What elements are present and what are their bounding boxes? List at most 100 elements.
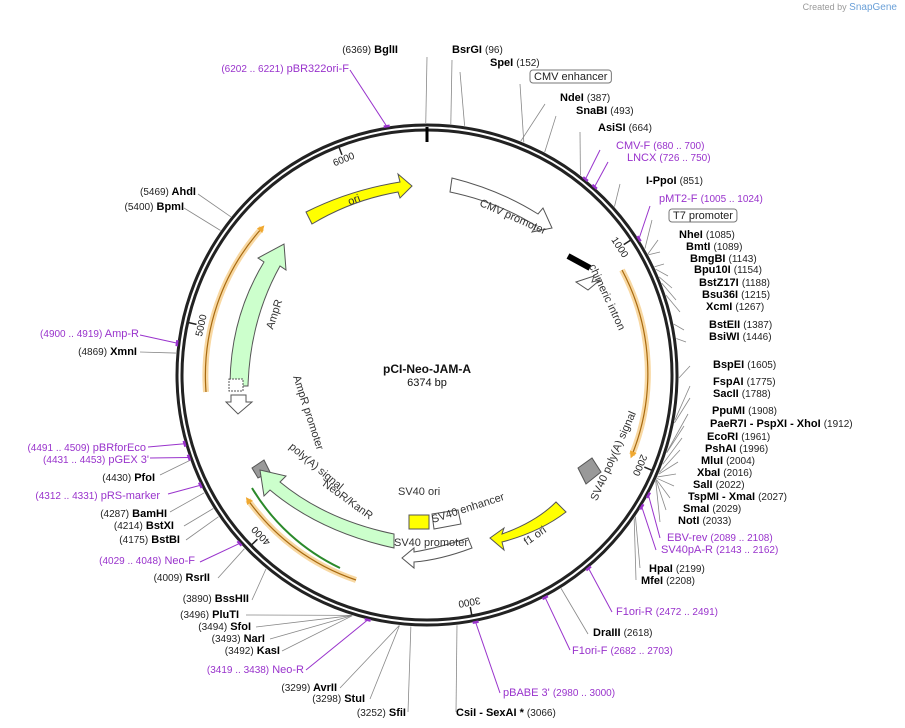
site-name: SalI xyxy=(693,479,713,491)
site-position: (2029) xyxy=(712,504,741,515)
feature-ampr xyxy=(229,243,287,387)
leader-line xyxy=(661,282,677,301)
site-name: I-PpoI xyxy=(646,175,677,187)
site-label-enzyme: XbaI (2016) xyxy=(697,467,752,479)
site-name: BsrGI xyxy=(452,44,482,56)
feature-label-sv40-enhancer: SV40 enhancer xyxy=(430,491,506,526)
primer-mark xyxy=(236,540,243,547)
site-name: SnaBI xyxy=(576,105,607,117)
feature-ampr-promoter xyxy=(224,394,254,415)
site-text: (4029 .. 4048) Neo-F xyxy=(99,555,195,567)
site-text: TspMI - XmaI (2027) xyxy=(688,491,787,503)
feature-chimeric-intron xyxy=(566,253,592,271)
site-label-primer: (4491 .. 4509) pBRforEco xyxy=(27,442,146,454)
leader-line xyxy=(255,615,352,628)
site-text: PshAI (1996) xyxy=(705,443,768,455)
leader-line xyxy=(183,508,214,527)
tick-label: 6000 xyxy=(332,151,357,169)
site-position: (3252) xyxy=(357,708,386,719)
site-name: StuI xyxy=(344,693,365,705)
leader-line xyxy=(147,443,185,448)
site-position: (4430) xyxy=(102,473,131,484)
orf-arc-neor-line xyxy=(245,497,357,581)
site-label-enzyme: (5469) AhdI xyxy=(140,186,196,198)
site-label-enzyme: (3492) KasI xyxy=(225,645,280,657)
site-position: (4491 .. 4509) xyxy=(27,443,89,454)
site-position: (4900 .. 4919) xyxy=(40,329,102,340)
leader-line xyxy=(585,149,601,180)
leader-line xyxy=(594,161,609,188)
site-text: (4009) RsrII xyxy=(154,572,210,584)
site-position: (2208) xyxy=(666,576,695,587)
site-position: (2027) xyxy=(758,492,787,503)
site-text: HpaI (2199) xyxy=(649,563,705,575)
feature-label-sv40-ori: SV40 ori xyxy=(398,486,440,498)
site-name: F1ori-F xyxy=(572,645,608,657)
site-label-enzyme: SmaI (2029) xyxy=(683,503,741,515)
orf-arc-jam-a-line xyxy=(621,269,649,459)
site-position: (2004) xyxy=(726,456,755,467)
site-name: Bpu10I xyxy=(694,264,731,276)
site-label-enzyme: (3298) StuI xyxy=(312,693,365,705)
primer-mark xyxy=(639,503,645,511)
leader-line xyxy=(648,251,661,256)
site-label-enzyme: BmgBI (1143) xyxy=(690,253,757,265)
site-name: AvrII xyxy=(313,682,337,694)
feature-ori xyxy=(305,172,413,225)
site-position: (851) xyxy=(680,176,703,187)
site-label-primer: (4900 .. 4919) Amp-R xyxy=(40,328,139,340)
site-position: (1154) xyxy=(734,265,762,276)
site-label-enzyme: MluI (2004) xyxy=(701,455,755,467)
site-text: BstEII (1387) xyxy=(709,319,772,331)
site-label-enzyme: Bpu10I (1154) xyxy=(694,264,762,276)
site-position: (152) xyxy=(516,58,539,69)
site-text: CMV-F (680 .. 700) xyxy=(616,140,704,152)
leader-line xyxy=(658,276,673,289)
site-name: SmaI xyxy=(683,503,709,515)
site-position: (3299) xyxy=(281,683,310,694)
leader-line xyxy=(159,459,191,476)
leader-line xyxy=(167,484,201,495)
site-name: BamHI xyxy=(132,508,167,520)
site-label-enzyme: (4430) PfoI xyxy=(102,472,155,484)
orf-arcs xyxy=(202,225,651,583)
site-text: (4491 .. 4509) pBRforEco xyxy=(27,442,146,454)
leader-line xyxy=(638,205,651,239)
site-name: XbaI xyxy=(697,467,720,479)
site-text: EcoRI (1961) xyxy=(707,431,770,443)
leader-line xyxy=(676,338,687,343)
snapgene-credit: Created by SnapGene xyxy=(803,2,897,13)
site-name: MfeI xyxy=(641,575,663,587)
snapgene-logo: SnapGene xyxy=(849,2,897,13)
site-label-enzyme: NotI (2033) xyxy=(678,515,731,527)
site-position: (387) xyxy=(587,93,610,104)
feature-arrows xyxy=(224,172,602,570)
leader-line xyxy=(662,437,683,465)
leader-line xyxy=(544,115,557,153)
leader-line xyxy=(665,295,681,313)
site-position: (726 .. 750) xyxy=(659,153,710,164)
site-text: (3890) BssHII xyxy=(183,593,249,605)
feature-box xyxy=(529,69,612,84)
site-name: DraIII xyxy=(593,627,621,639)
site-label-enzyme: I-PpoI (851) xyxy=(646,175,703,187)
site-text: SpeI (152) xyxy=(490,57,540,69)
site-position: (2016) xyxy=(723,468,752,479)
leader-line xyxy=(560,588,589,635)
site-label-enzyme: (3496) PluTI xyxy=(180,609,239,621)
site-text: Bpu10I (1154) xyxy=(694,264,762,276)
site-position: (96) xyxy=(485,45,503,56)
leader-line xyxy=(197,193,232,218)
site-label-enzyme: DraIII (2618) xyxy=(593,627,652,639)
site-position: (1387) xyxy=(743,320,772,331)
primer-mark xyxy=(383,124,390,128)
site-position: (4431 .. 4453) xyxy=(43,455,105,466)
site-text: (6202 .. 6221) pBR322ori-F xyxy=(221,63,349,75)
site-position: (2143 .. 2162) xyxy=(716,545,778,556)
site-name: PshAI xyxy=(705,443,736,455)
site-text: (4430) PfoI xyxy=(102,472,155,484)
feature-sv40-promoter xyxy=(401,537,473,570)
site-label-primer: LNCX (726 .. 750) xyxy=(627,152,711,164)
site-name: HpaI xyxy=(649,563,673,575)
